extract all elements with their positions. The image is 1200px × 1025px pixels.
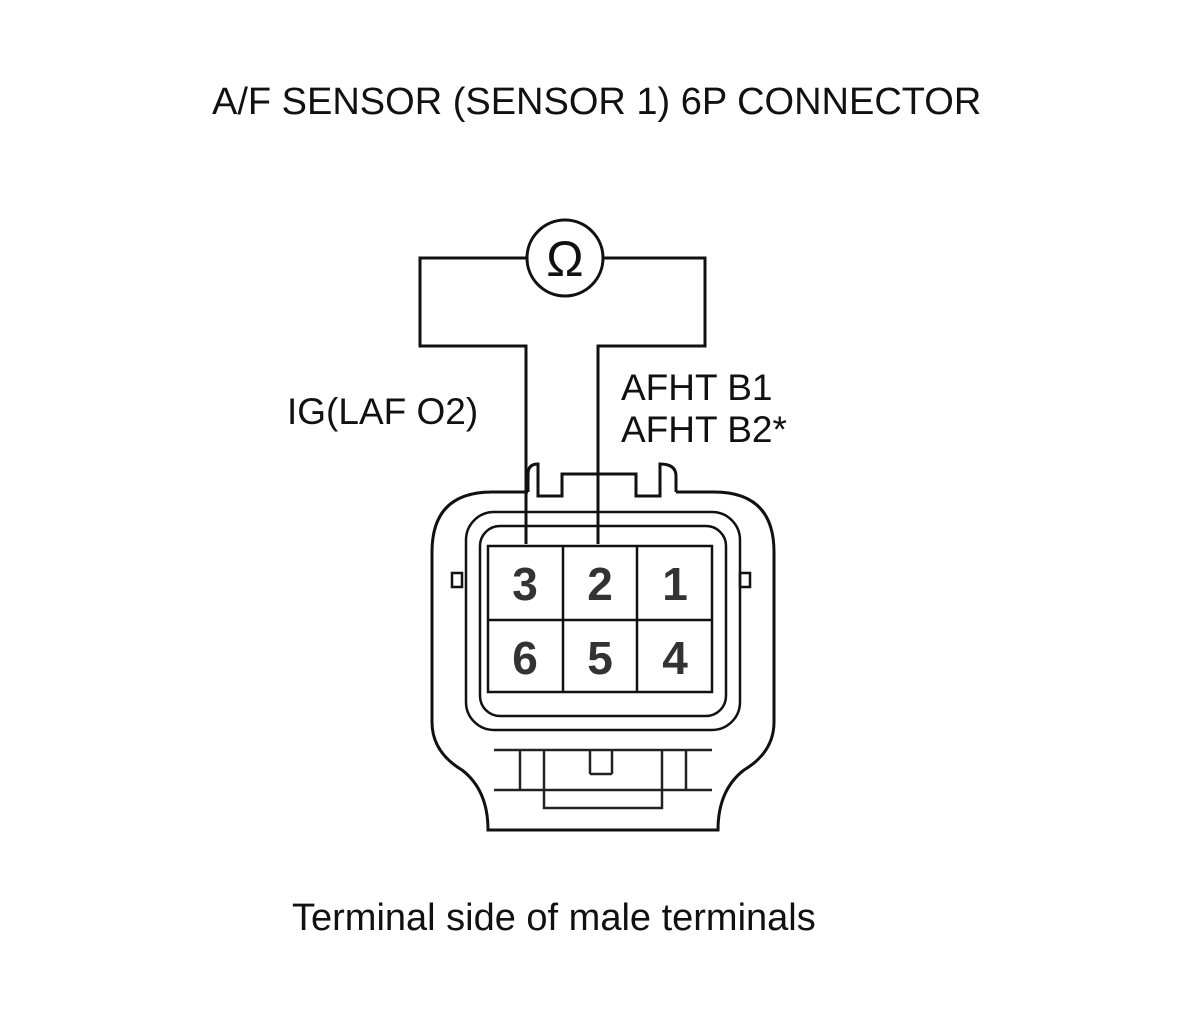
right-probe-label-line1: AFHT B1 — [621, 367, 772, 408]
left-probe-wire — [418, 256, 528, 494]
terminal-1: 1 — [662, 558, 688, 610]
terminal-6: 6 — [512, 632, 538, 684]
diagram-title: A/F SENSOR (SENSOR 1) 6P CONNECTOR — [212, 81, 981, 123]
terminal-4: 4 — [662, 632, 688, 684]
terminal-grid: 3 2 1 6 5 4 — [486, 544, 714, 694]
right-probe-label-line2: AFHT B2* — [621, 409, 787, 450]
left-probe-label: IG(LAF O2) — [287, 391, 478, 432]
ohmmeter-circuit: Ω — [418, 218, 707, 544]
connector-housing — [430, 462, 776, 832]
terminal-3: 3 — [512, 558, 538, 610]
ohmmeter-icon: Ω — [525, 218, 605, 298]
right-probe-wire — [596, 256, 707, 544]
terminal-5: 5 — [587, 632, 613, 684]
terminal-2: 2 — [587, 558, 613, 610]
ohm-symbol: Ω — [546, 231, 583, 287]
diagram-caption: Terminal side of male terminals — [292, 897, 816, 939]
